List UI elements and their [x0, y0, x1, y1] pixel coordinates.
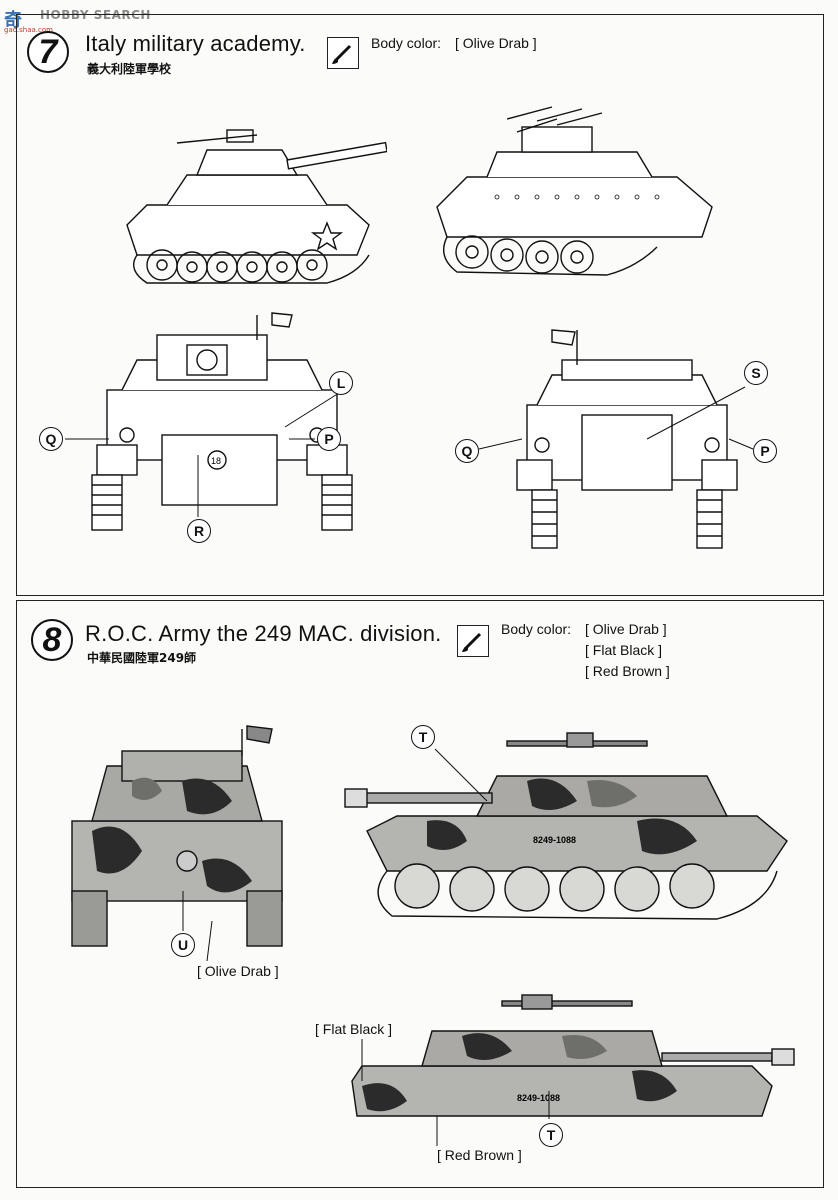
section-8-body-color-olive-drab: [ Olive Drab ] [585, 621, 667, 637]
tank-camo-front-view [71, 725, 283, 947]
section-8-number: 8 [31, 619, 73, 661]
section-7-leader-lines [65, 386, 754, 517]
callout-P-right: P [753, 439, 777, 463]
hull-marking-top: 8249-1088 [517, 1093, 560, 1103]
section-7-subtitle: 義大利陸軍學校 [87, 62, 172, 76]
tank-camo-top-view: 8249-1088 [351, 994, 795, 1117]
tank-front-view-right [516, 329, 738, 549]
callout-Q-right: Q [455, 439, 479, 463]
section-7-body-color-label: Body color: [371, 35, 442, 51]
section-8-body-color-flat-black: [ Flat Black ] [585, 642, 663, 658]
callout-T-top: T [411, 725, 435, 749]
section-7-panel: 7 Italy military academy. 義大利陸軍學校 Body c… [16, 14, 824, 596]
section-8-leader-lines [182, 748, 550, 1146]
callout-R: R [187, 519, 211, 543]
label-olive-drab: [ Olive Drab ] [197, 963, 279, 979]
section-7-title: Italy military academy. [85, 31, 306, 56]
tank-iso-view-right [436, 106, 713, 276]
callout-S: S [744, 361, 768, 385]
watermark-logo: 奇 [4, 10, 22, 31]
tank-camo-side-view: 8249-1088 [344, 732, 788, 920]
section-8-body-color-red-brown: [ Red Brown ] [585, 663, 670, 679]
tank-front-marking: 18 [211, 456, 221, 466]
callout-L: L [329, 371, 353, 395]
hull-marking-side: 8249-1088 [533, 835, 576, 845]
callout-P-left: P [317, 427, 341, 451]
section-7-body-color-olive-drab: [ Olive Drab ] [455, 35, 537, 51]
paint-brush-icon [457, 625, 489, 657]
section-8-panel: 8 R.O.C. Army the 249 MAC. division. 中華民… [16, 600, 824, 1188]
paint-brush-icon [327, 37, 359, 69]
section-8-title: R.O.C. Army the 249 MAC. division. [85, 621, 442, 646]
tank-front-view-left: 18 [91, 312, 353, 531]
section-7-number: 7 [27, 31, 69, 73]
watermark-url: gao.shaa.com [4, 26, 53, 34]
watermark: 奇 HOBBY SEARCH gao.shaa.com [2, 2, 172, 34]
label-flat-black: [ Flat Black ] [315, 1021, 393, 1037]
label-red-brown: [ Red Brown ] [437, 1147, 522, 1163]
callout-U: U [171, 933, 195, 957]
callout-Q-left: Q [39, 427, 63, 451]
section-8-body-color-label: Body color: [501, 621, 572, 637]
tank-iso-view-left [126, 129, 387, 284]
section-8-subtitle: 中華民國陸軍249師 [87, 651, 197, 665]
callout-T-bottom: T [539, 1123, 563, 1147]
watermark-text: HOBBY SEARCH [40, 8, 151, 22]
